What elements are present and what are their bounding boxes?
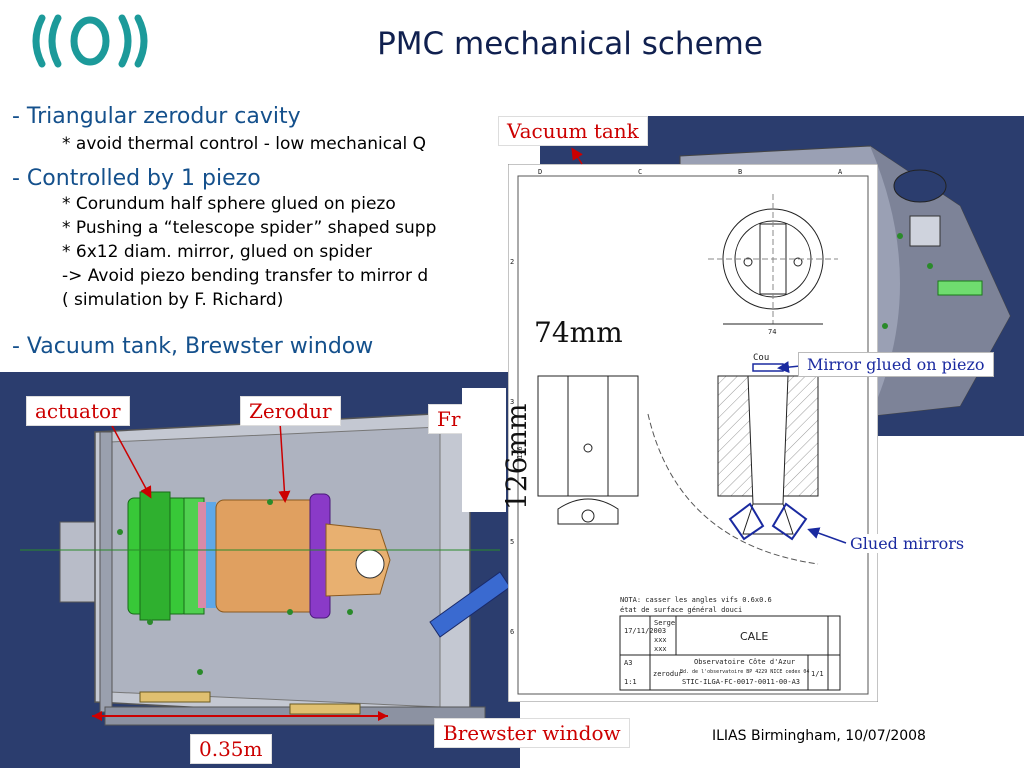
tb-org2: Bd. de l'observatoire BP 4229 NICE cedex…: [680, 669, 809, 675]
label-dim-126mm: 126mm: [462, 388, 533, 512]
sub-piezo-3: * 6x12 diam. mirror, glued on spider: [62, 242, 373, 262]
tb-material: zerodur: [653, 670, 683, 678]
drawing-dim-74: 74: [768, 328, 776, 336]
svg-text:D: D: [538, 168, 542, 176]
svg-text:C: C: [638, 168, 642, 176]
svg-text:A: A: [838, 168, 843, 176]
drawing-part-label: Cou: [753, 353, 769, 363]
svg-text:126: 126: [516, 446, 524, 459]
tb-sheet: 1/1: [811, 670, 824, 678]
tb-scale: 1:1: [624, 678, 637, 686]
tb-xxx2: xxx: [654, 645, 667, 653]
cavity-render: [0, 372, 520, 768]
sub-piezo-2: * Pushing a “telescope spider” shaped su…: [62, 218, 437, 238]
label-zerodur: Zerodur: [240, 396, 341, 426]
footer-text: ILIAS Birmingham, 10/07/2008: [712, 728, 926, 744]
sub-piezo-5: ( simulation by F. Richard): [62, 290, 284, 310]
tb-part: CALE: [740, 630, 768, 643]
label-vacuum-tank: Vacuum tank: [498, 116, 648, 146]
ego-logo: [32, 14, 148, 68]
label-glued-mirrors: Glued mirrors: [848, 534, 967, 553]
label-dim-035m: 0.35m: [190, 734, 272, 764]
bullet-cavity: - Triangular zerodur cavity: [12, 104, 301, 129]
tb-date: 17/11/2003: [624, 627, 666, 635]
slide-title: PMC mechanical scheme: [377, 26, 763, 62]
label-dim-74mm: 74mm: [520, 314, 637, 351]
svg-text:2: 2: [510, 258, 514, 266]
label-brewster-window: Brewster window: [434, 718, 630, 748]
sub-piezo-4: -> Avoid piezo bending transfer to mirro…: [62, 266, 429, 286]
drawing-note-2: état de surface général douci: [620, 606, 742, 614]
tb-xxx1: xxx: [654, 636, 667, 644]
svg-text:5: 5: [510, 538, 514, 546]
sub-piezo-1: * Corundum half sphere glued on piezo: [62, 194, 396, 214]
bullet-vacuum: - Vacuum tank, Brewster window: [12, 334, 374, 359]
drawing-note-1: NOTA: casser les angles vifs 0.6x0.6: [620, 596, 772, 604]
svg-text:6: 6: [510, 628, 514, 636]
label-dim-126mm-text: 126mm: [500, 403, 533, 510]
svg-text:3: 3: [510, 398, 514, 406]
mechanical-drawing: D C B A 2 3 5 6 74 126 Cou NOTA: casser les …: [508, 164, 878, 702]
tb-org1: Observatoire Côte d'Azur: [694, 658, 795, 666]
label-actuator: actuator: [26, 396, 130, 426]
tb-format: A3: [624, 659, 632, 667]
svg-text:B: B: [738, 168, 742, 176]
tb-name: Serge: [654, 619, 675, 627]
logo-arcs-icon: [32, 14, 148, 68]
bullet-piezo: - Controlled by 1 piezo: [12, 166, 261, 191]
label-mirror-glued: Mirror glued on piezo: [798, 352, 994, 377]
sub-cavity-1: * avoid thermal control - low mechanical…: [62, 134, 427, 154]
tb-ref: STIC-ILGA-FC-0017-0011-00-A3: [682, 678, 800, 686]
